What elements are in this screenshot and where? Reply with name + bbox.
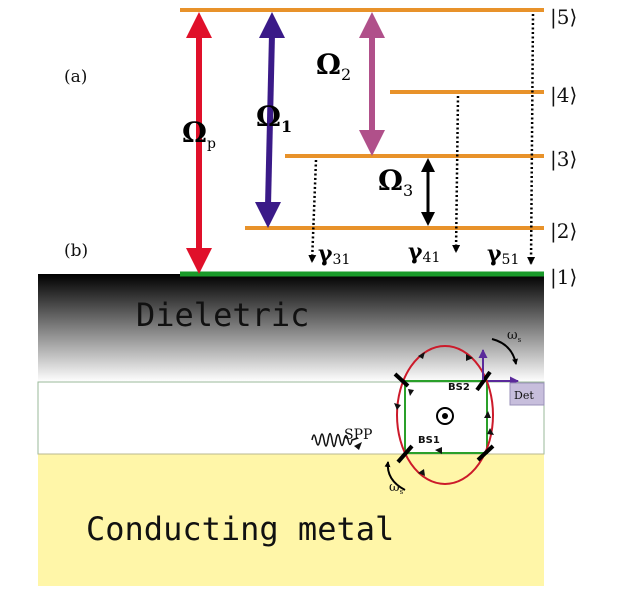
mirror-top-left: [393, 372, 410, 388]
field-out-of-plane-icon: [436, 407, 454, 425]
dielectric-region: [38, 274, 544, 382]
panel-a-label: (a): [64, 67, 87, 87]
mirror-bottom-right: [476, 444, 495, 462]
omega-1-arrow: [255, 12, 285, 228]
omega-1-label: Ω1: [256, 100, 292, 136]
metal-region: [38, 454, 544, 586]
gamma-31-label: γ31: [318, 241, 350, 268]
loop-arrow-top-right: [466, 354, 473, 361]
spp-wave: [311, 432, 359, 448]
detector-label: Det: [514, 389, 534, 402]
level-5-label: |5⟩: [550, 5, 577, 30]
dielectric-label: Dieletric: [136, 296, 309, 334]
square-arrow-right: [484, 411, 491, 418]
loop-arrow-bottom: [418, 469, 425, 476]
bs2-label: BS2: [448, 382, 470, 393]
omega-2-arrow: [359, 12, 385, 156]
square-arrow-bottom: [435, 447, 442, 454]
loop-arrow-right: [487, 428, 494, 435]
bs1-label: BS1: [418, 435, 440, 446]
gamma-41-label: γ41: [408, 239, 440, 266]
rotation-top-arrow: [491, 338, 518, 365]
detector-box: [509, 382, 545, 406]
decay-31-arrow: [308, 159, 318, 263]
omega-p-arrow: [186, 12, 212, 274]
omega-3-arrow: [421, 158, 435, 226]
omega-3-label: Ω3: [378, 164, 413, 200]
level-4-label: |4⟩: [550, 83, 577, 108]
level-1-label: |1⟩: [550, 265, 577, 290]
level-2-label: |2⟩: [550, 219, 577, 244]
loop-arrow-top-left: [418, 352, 425, 359]
spp-arrow-icon: [354, 442, 362, 450]
decay-51-arrow: [527, 13, 536, 265]
field-dot-icon: [442, 413, 448, 419]
level-3-label: |3⟩: [550, 147, 577, 172]
loop-arrow-left: [394, 403, 401, 410]
omega-2-label: Ω2: [316, 48, 351, 84]
metal-label: Conducting metal: [86, 510, 394, 548]
bs2-mirror: [475, 370, 492, 392]
omega-s-bottom-label: ωs: [389, 480, 404, 496]
bs1-mirror: [396, 444, 414, 464]
omega-s-top-label: ωs: [507, 328, 522, 344]
gamma-51-label: γ51: [487, 241, 519, 268]
square-arrow-left: [408, 389, 414, 396]
panel-b-label: (b): [64, 241, 88, 261]
decay-41-arrow: [452, 95, 461, 253]
interferometer: Det BS2 BS1 ωs ωs SPP: [311, 328, 545, 496]
omega-p-label: Ωp: [182, 116, 216, 152]
interferometer-loop: [396, 345, 494, 485]
spp-label: SPP: [344, 427, 372, 443]
rotation-bottom-arrow: [384, 461, 406, 491]
gap-region: [37, 381, 545, 455]
